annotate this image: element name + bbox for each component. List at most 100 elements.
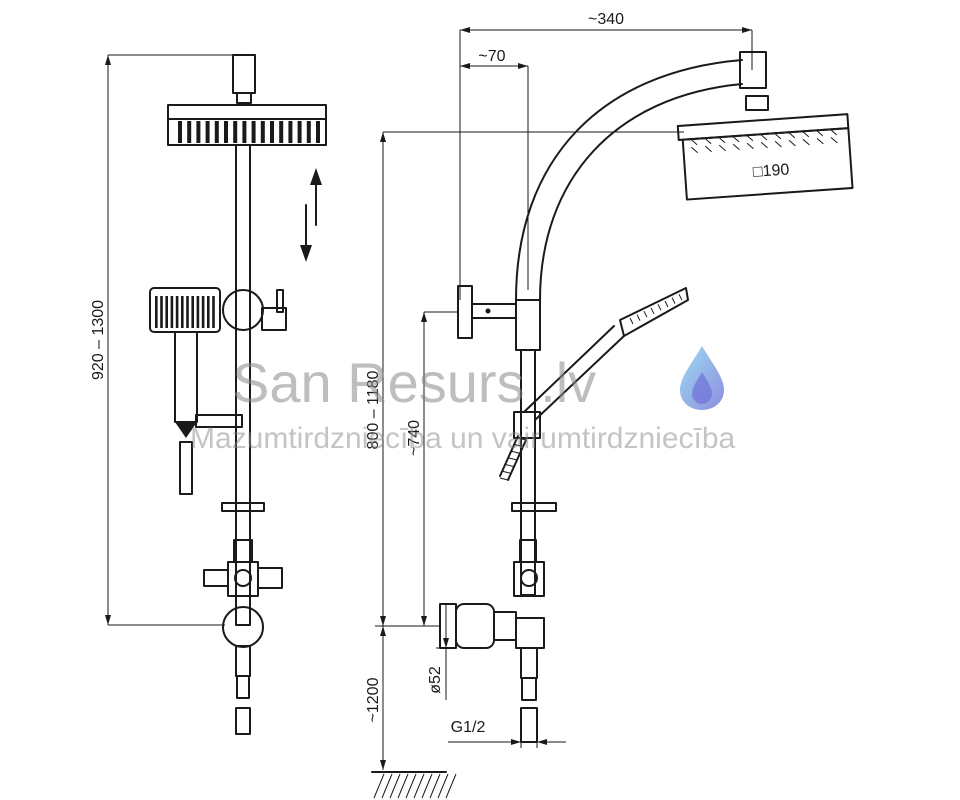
front-shower-head xyxy=(167,104,327,146)
side-lower-clamp xyxy=(511,502,557,512)
dim-label-thread: G1/2 xyxy=(451,719,486,736)
front-head-nozzle xyxy=(224,121,228,143)
floor-hatch-line xyxy=(397,773,409,799)
front-inlet-thread xyxy=(236,675,250,699)
side-head-nozzle xyxy=(802,130,810,138)
front-hand-nozzle xyxy=(175,296,179,328)
watermark-title: San Resurs .lv xyxy=(232,351,596,414)
dim-label-height-range: 920 – 1300 xyxy=(90,300,107,380)
front-hand-nozzle xyxy=(207,296,210,328)
front-lower-clamp xyxy=(221,502,265,512)
dimension-floor-height: ~1200 xyxy=(365,626,386,770)
side-inlet-pipe xyxy=(520,647,538,679)
side-hand-nozzle xyxy=(657,304,662,311)
front-head-nozzle xyxy=(205,121,210,143)
watermark: San Resurs .lv Mazumtirdzniecība un vair… xyxy=(190,346,736,455)
side-head-nozzle xyxy=(774,140,782,148)
side-head-nozzle xyxy=(704,137,712,145)
front-head-nozzle xyxy=(214,121,219,143)
side-shower-head: □190 xyxy=(676,113,854,201)
floor-hatch-line xyxy=(405,773,417,799)
side-hand-nozzle xyxy=(650,307,655,315)
side-hand-nozzle xyxy=(664,300,669,308)
front-outlet-threaded xyxy=(203,569,229,587)
side-hand-nozzle xyxy=(671,297,676,304)
side-hand-nozzle xyxy=(636,314,641,321)
side-hose-segment xyxy=(502,470,512,474)
side-inlet-thread xyxy=(521,677,537,701)
dimension-flange-diameter: ø52 xyxy=(427,604,456,700)
front-hand-nozzle xyxy=(155,296,158,328)
side-inlet-body xyxy=(515,617,545,649)
front-hand-nozzle xyxy=(186,296,189,328)
front-wall-flange xyxy=(222,606,264,648)
side-head-nozzle xyxy=(732,143,740,151)
front-diverter xyxy=(227,561,259,597)
front-hand-nozzle xyxy=(165,296,168,328)
side-inlet-elbow xyxy=(493,611,517,641)
dimension-total-height: 800 – 1180 xyxy=(365,131,684,627)
side-head-connector xyxy=(739,51,767,89)
front-head-nozzle xyxy=(306,121,311,143)
watermark-subtitle: Mazumtirdzniecība un vairumtirdzniecība xyxy=(190,422,736,455)
side-head-nozzle xyxy=(816,129,824,137)
front-slider-knob xyxy=(261,307,287,331)
dimension-thread: G1/2 xyxy=(448,719,566,748)
floor-hatch-line xyxy=(389,773,401,799)
front-hand-nozzle xyxy=(181,296,184,328)
front-head-nozzle xyxy=(260,121,265,143)
side-head-nozzle xyxy=(816,137,824,145)
front-inlet-nut xyxy=(235,707,251,735)
side-wall-escutcheon xyxy=(439,603,457,649)
side-hose-segment xyxy=(505,464,515,468)
dimension-height-range: 920 – 1300 xyxy=(90,54,235,626)
side-head-nozzle xyxy=(690,146,699,154)
front-hand-shower xyxy=(149,287,243,495)
front-hand-nozzle xyxy=(201,296,205,328)
front-hand-nozzle xyxy=(191,296,194,328)
front-hose xyxy=(179,441,193,495)
side-head-nozzle xyxy=(788,131,796,139)
side-inlet-nut xyxy=(520,707,538,743)
side-hose-segment xyxy=(511,450,521,454)
front-head-nozzle xyxy=(178,121,182,143)
front-head-nozzle xyxy=(288,121,293,143)
floor-hatch-line xyxy=(421,773,433,799)
side-head-nozzle xyxy=(746,134,754,142)
front-rail xyxy=(235,144,251,626)
side-head-nozzle xyxy=(774,132,782,140)
side-wall-flange xyxy=(455,603,495,649)
front-head-nozzle xyxy=(316,121,320,143)
side-hose-segment xyxy=(514,444,524,448)
side-hand-nozzle xyxy=(629,317,634,325)
side-head-nozzle xyxy=(830,136,838,144)
front-outlet-cap xyxy=(257,567,283,589)
front-head-nozzle xyxy=(196,121,201,143)
dim-label-head-size: □190 xyxy=(752,161,790,181)
side-view: ~340 ~70 □190 xyxy=(365,11,854,799)
front-diverter-knob xyxy=(234,569,252,587)
front-slider-ring xyxy=(222,289,264,331)
side-hose-segment xyxy=(508,457,518,461)
side-hand-nozzle xyxy=(678,293,683,301)
side-head-nozzle xyxy=(704,145,712,153)
dim-label-overall-width: ~340 xyxy=(588,11,624,28)
front-top-nut xyxy=(236,92,252,104)
front-hand-nozzle xyxy=(160,296,163,328)
floor-hatch xyxy=(371,771,457,799)
front-view: 920 – 1300 xyxy=(90,54,327,735)
side-hose-segment xyxy=(517,437,527,441)
side-head-nozzle xyxy=(802,138,810,146)
front-holder-arm xyxy=(195,414,243,428)
side-head-nozzle xyxy=(690,138,698,146)
water-drop-logo xyxy=(680,346,724,410)
side-head-nozzle xyxy=(830,129,838,136)
dim-label-handset-height: ~740 xyxy=(406,420,423,456)
side-head-nozzle xyxy=(732,135,740,143)
height-adjust-arrows xyxy=(300,168,322,262)
floor-hatch-line xyxy=(445,773,457,799)
floor-hatch-line xyxy=(373,773,385,799)
dim-label-total-height: 800 – 1180 xyxy=(365,370,382,449)
front-hand-nozzle xyxy=(196,296,200,328)
